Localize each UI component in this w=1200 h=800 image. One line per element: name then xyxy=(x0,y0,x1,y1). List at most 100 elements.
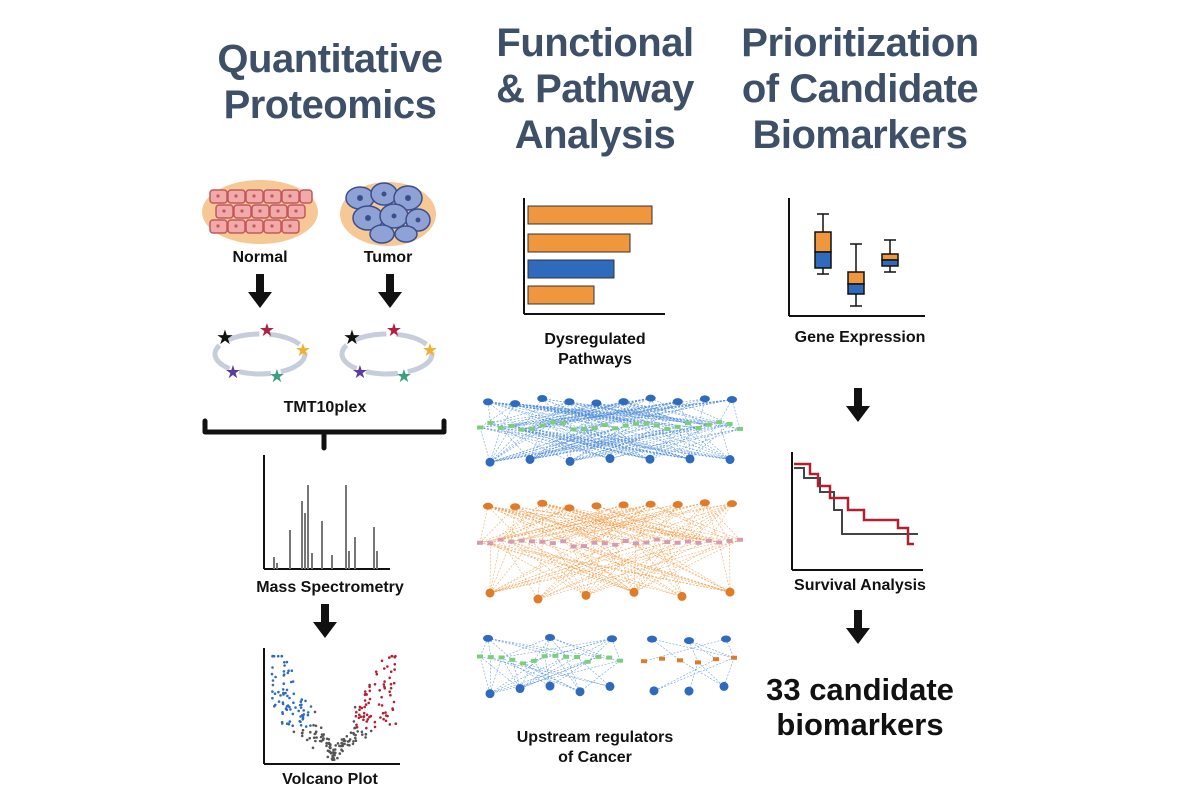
volcano-point xyxy=(297,709,300,713)
network-node xyxy=(565,456,575,466)
network-node xyxy=(674,424,681,429)
volcano-point xyxy=(285,708,289,711)
network-edge xyxy=(633,539,741,593)
network-node xyxy=(520,661,527,666)
volcano-point xyxy=(340,738,344,741)
network-edge xyxy=(552,502,705,544)
network-node xyxy=(560,539,567,544)
volcano-point xyxy=(286,671,290,675)
network-node xyxy=(677,658,683,663)
network-edge xyxy=(704,502,730,542)
arrow-down-icon xyxy=(846,610,870,644)
volcano-point xyxy=(304,725,308,728)
volcano-point xyxy=(312,736,316,739)
tumor-tissue-illustration xyxy=(340,182,436,246)
network-edge xyxy=(688,662,699,692)
network-node xyxy=(549,541,556,546)
network-diagram-bottom-left xyxy=(477,633,623,699)
volcano-point xyxy=(347,739,351,743)
network-edge xyxy=(487,401,491,423)
network-edge xyxy=(511,425,731,460)
network-edge xyxy=(490,502,543,544)
volcano-point xyxy=(288,720,292,723)
network-edge xyxy=(500,507,570,540)
volcano-point xyxy=(306,713,310,717)
network-node xyxy=(618,501,629,509)
network-edge xyxy=(515,506,616,546)
network-edge xyxy=(529,422,554,460)
network-edge xyxy=(623,401,678,428)
network-edge xyxy=(490,542,587,596)
network-node xyxy=(510,400,521,408)
network-edge xyxy=(501,638,613,658)
volcano-point xyxy=(336,742,340,745)
network-node xyxy=(530,658,537,663)
network-node xyxy=(509,657,516,662)
network-edge xyxy=(708,503,733,541)
network-edge xyxy=(511,503,733,542)
volcano-point xyxy=(388,656,391,659)
volcano-point xyxy=(334,751,337,755)
network-node xyxy=(653,537,660,542)
network-edge xyxy=(531,541,731,593)
network-edge xyxy=(573,546,731,593)
network-node xyxy=(622,423,629,428)
network-diagram-top xyxy=(477,394,743,467)
network-edge xyxy=(521,398,543,430)
network-node xyxy=(612,426,619,431)
volcano-point xyxy=(288,696,291,700)
network-edge xyxy=(635,543,683,597)
network-node xyxy=(485,457,495,467)
network-edge xyxy=(633,541,668,593)
network-edge xyxy=(519,660,535,689)
network-edge xyxy=(501,657,521,689)
network-edge xyxy=(649,424,709,460)
volcano-point xyxy=(378,689,381,692)
network-node xyxy=(515,684,525,694)
network-edge xyxy=(666,542,683,597)
network-edge xyxy=(489,424,709,463)
volcano-point xyxy=(381,711,385,715)
network-edge xyxy=(646,542,731,593)
network-node xyxy=(659,656,665,661)
volcano-point xyxy=(394,722,398,725)
network-node xyxy=(684,637,694,645)
network-node xyxy=(508,539,515,544)
network-edge xyxy=(479,656,491,694)
volcano-point xyxy=(271,696,274,700)
network-edge xyxy=(510,506,516,542)
network-edge xyxy=(585,540,626,596)
network-edge xyxy=(521,540,635,593)
volcano-point xyxy=(373,725,377,729)
volcano-point xyxy=(283,661,286,664)
network-edge xyxy=(489,428,533,463)
network-edge xyxy=(479,506,516,543)
network-edge xyxy=(511,397,651,427)
volcano-point xyxy=(345,735,349,738)
network-edge xyxy=(623,504,678,544)
tmt-ring-tumor: ★ ★ ★ ★ ★ xyxy=(339,320,438,387)
network-edge xyxy=(594,505,597,543)
network-edge xyxy=(596,505,616,545)
network-edge xyxy=(521,429,651,460)
network-node xyxy=(581,426,587,431)
network-edge xyxy=(583,428,611,459)
network-edge xyxy=(489,542,720,594)
volcano-point xyxy=(341,749,344,753)
volcano-point xyxy=(363,690,367,693)
network-edge xyxy=(697,662,725,687)
volcano-point xyxy=(283,664,286,667)
volcano-point xyxy=(356,730,359,733)
network-edge xyxy=(677,426,731,460)
network-node xyxy=(545,681,555,691)
volcano-point xyxy=(291,680,295,683)
network-node xyxy=(487,655,494,660)
volcano-point xyxy=(373,683,377,686)
network-edge xyxy=(604,543,635,593)
network-node xyxy=(731,655,737,660)
network-edge xyxy=(633,542,678,593)
network-edge xyxy=(479,403,516,428)
network-edge xyxy=(529,426,678,460)
network-edge xyxy=(656,539,683,597)
network-edge xyxy=(519,661,588,689)
